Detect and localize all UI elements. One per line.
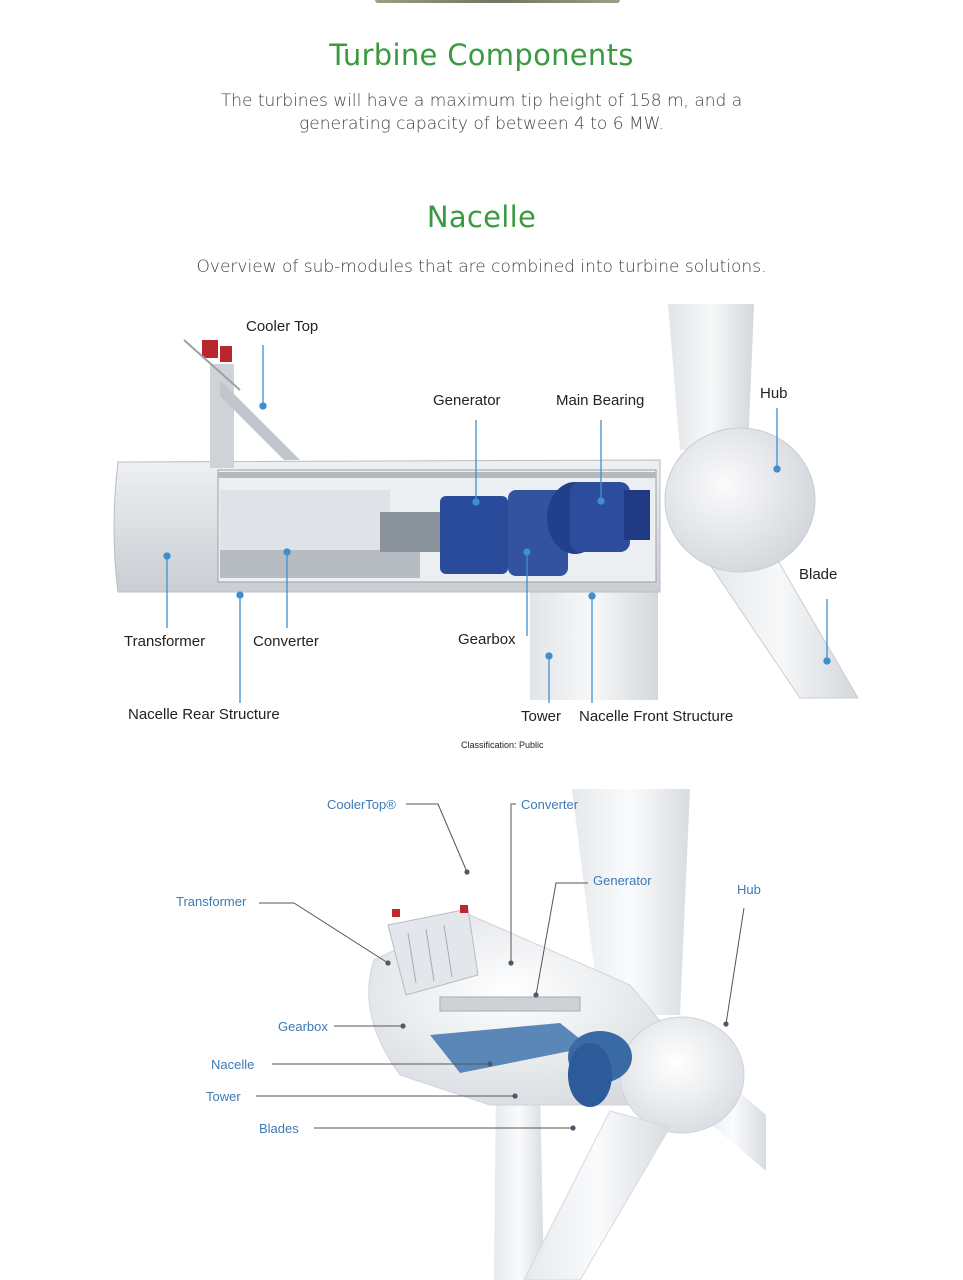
label-gearbox: Gearbox — [458, 631, 516, 648]
label-blades: Blades — [259, 1121, 299, 1136]
label-main-bearing: Main Bearing — [556, 392, 644, 409]
label-tower: Tower — [521, 708, 561, 725]
label-transformer: Transformer — [124, 633, 205, 650]
label-cooler-top: Cooler Top — [246, 318, 318, 335]
turbine-illustration — [113, 304, 859, 700]
callout-dots — [385, 869, 729, 1131]
label-hub: Hub — [760, 385, 788, 402]
label-gearbox: Gearbox — [278, 1019, 328, 1034]
description-line-1: The turbines will have a maximum tip hei… — [220, 91, 743, 111]
label-nacelle: Nacelle — [211, 1057, 254, 1072]
turbine-overview-diagram: CoolerTop® Converter Generator Hub Trans… — [176, 789, 766, 1280]
callout-leaders — [256, 803, 745, 1129]
label-nacelle-rear-structure: Nacelle Rear Structure — [128, 706, 280, 723]
nacelle-description: Overview of sub-modules that are combine… — [196, 257, 767, 277]
classification-note: Classification: Public — [461, 740, 544, 750]
label-tower: Tower — [206, 1089, 241, 1104]
turbine-3d-illustration — [368, 789, 766, 1280]
turbine-components-description: The turbines will have a maximum tip hei… — [0, 90, 963, 136]
description-line-2: generating capacity of between 4 to 6 MW… — [299, 114, 664, 134]
turbine-components-heading: Turbine Components — [329, 38, 634, 72]
label-nacelle-front-structure: Nacelle Front Structure — [579, 708, 733, 725]
label-transformer: Transformer — [176, 894, 247, 909]
nacelle-cutaway-diagram: Cooler Top Generator Main Bearing Hub Bl… — [113, 304, 859, 750]
label-blade: Blade — [799, 566, 837, 583]
top-image-edge — [375, 0, 620, 3]
label-generator: Generator — [593, 873, 652, 888]
label-converter: Converter — [253, 633, 319, 650]
label-converter: Converter — [521, 797, 579, 812]
callout-lines — [163, 345, 831, 703]
label-generator: Generator — [433, 392, 501, 409]
nacelle-heading: Nacelle — [426, 200, 537, 234]
label-hub: Hub — [737, 882, 761, 897]
label-coolertop: CoolerTop® — [327, 797, 396, 812]
